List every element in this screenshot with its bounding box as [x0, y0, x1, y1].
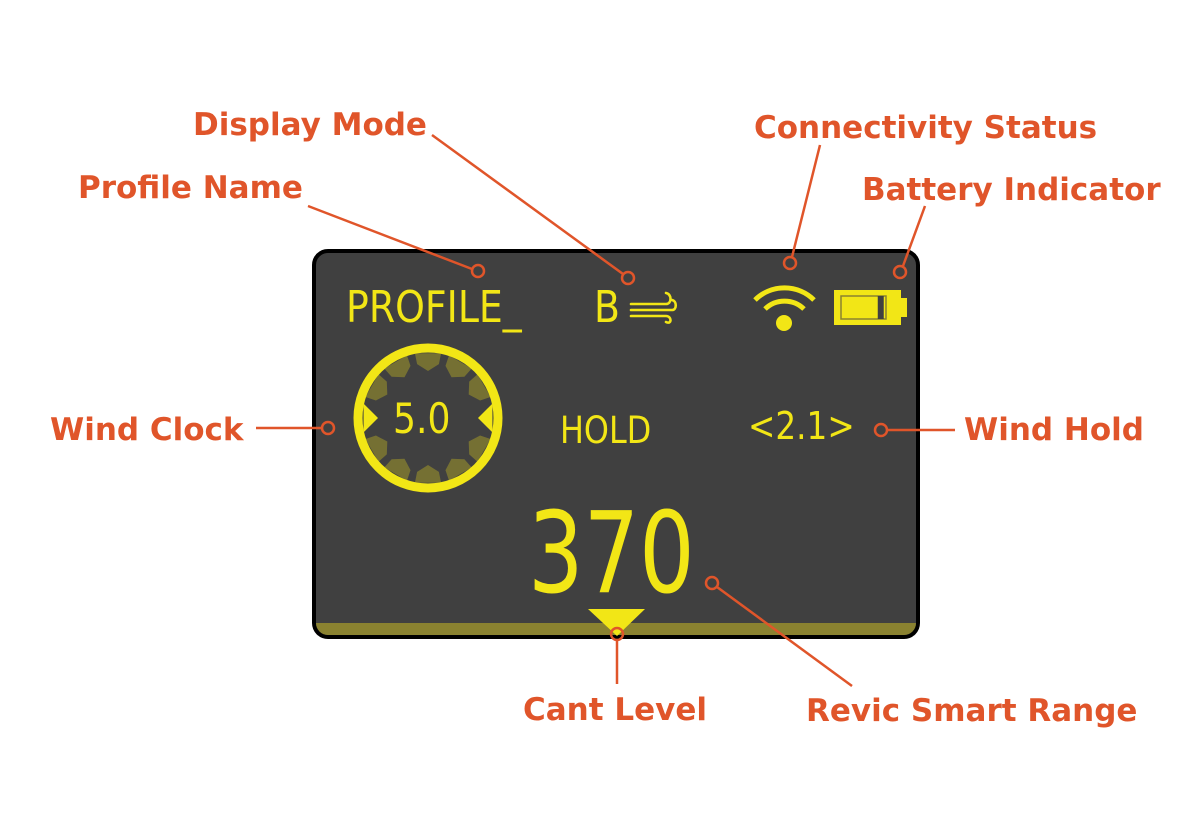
wind-clock-segment	[365, 374, 388, 401]
battery-icon	[834, 290, 907, 325]
wind-clock-marker-bright	[363, 403, 378, 433]
callout-wind-hold: Wind Hold	[964, 412, 1144, 448]
wifi-icon	[753, 285, 816, 331]
leader-lines	[256, 133, 955, 688]
wind-clock-segment	[445, 458, 472, 481]
wind-speed: 5.0	[393, 394, 451, 443]
wind-icon	[629, 291, 678, 324]
wind-clock-segment	[414, 465, 442, 483]
wind-clock-segment	[384, 355, 411, 378]
wind-clock-ring	[353, 343, 503, 493]
display-mode: B	[594, 282, 620, 333]
wind-clock-marker-bright	[478, 403, 493, 433]
callout-battery-indicator: Battery Indicator	[862, 172, 1161, 208]
callout-wind-clock: Wind Clock	[50, 412, 244, 448]
range-value: 370	[528, 489, 695, 619]
rangefinder-display	[312, 249, 920, 639]
hold-label: HOLD	[560, 409, 652, 452]
wind-clock-segment	[414, 353, 442, 371]
callout-cant-level: Cant Level	[523, 692, 707, 728]
callout-display-mode: Display Mode	[193, 107, 427, 143]
wind-hold-value: <2.1>	[748, 404, 855, 448]
callout-connectivity-status: Connectivity Status	[754, 110, 1098, 146]
callout-profile-name: Profile Name	[78, 170, 303, 206]
wind-clock-segment	[468, 374, 491, 401]
wind-clock-segment	[384, 458, 411, 481]
wind-clock-segment	[468, 435, 491, 462]
callout-smart-range: Revic Smart Range	[806, 693, 1138, 729]
wind-clock	[353, 343, 503, 493]
wind-clock-segment	[365, 435, 388, 462]
wind-clock-segment	[445, 355, 472, 378]
profile-name: PROFILE_	[346, 282, 522, 333]
cant-triangle-icon	[588, 609, 645, 636]
